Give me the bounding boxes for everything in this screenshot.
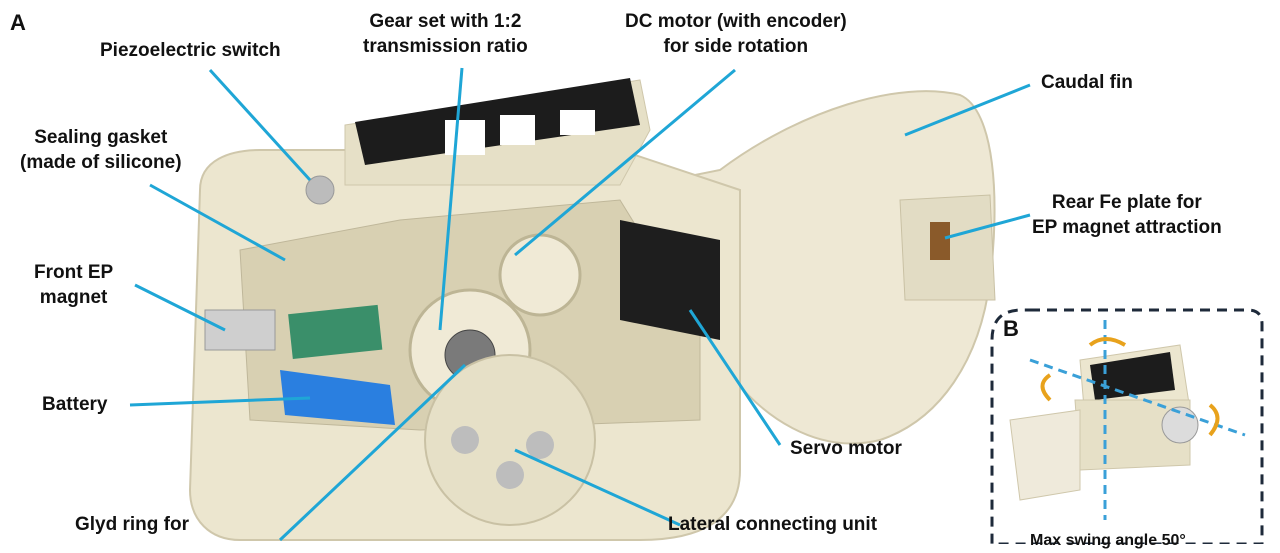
servo-motor-label: Servo motor [790, 438, 902, 459]
rear-fe-plate-label: Rear Fe plate for EP magnet attraction [1032, 192, 1222, 238]
servo-motor [620, 220, 720, 340]
leader-lines [129, 67, 1031, 542]
panel-a-label: A [10, 10, 26, 35]
small-gear [498, 233, 582, 317]
piezo-button [305, 175, 335, 205]
rear-fe-plate [930, 222, 950, 260]
lateral-connecting-unit [424, 354, 596, 526]
battery [280, 370, 395, 425]
aruco-marker [355, 78, 640, 165]
front-ep-magnet [204, 309, 276, 351]
sealing-gasket-label: Sealing gasket (made of silicone) [20, 127, 182, 173]
pcb [288, 304, 383, 360]
gear-set-label: Gear set with 1:2 transmission ratio [363, 11, 528, 57]
glyd-ring-label: Glyd ring for [75, 514, 189, 535]
battery-label: Battery [42, 394, 108, 415]
front-ep-magnet-label: Front EP magnet [34, 262, 114, 308]
lateral-connecting-unit-label: Lateral connecting unit [668, 514, 878, 535]
caudal-fin-label: Caudal fin [1041, 72, 1133, 93]
main-body [188, 78, 741, 541]
panel-b-label: B [1003, 316, 1019, 341]
inset-b [990, 308, 1264, 546]
dc-motor-label: DC motor (with encoder) for side rotatio… [625, 11, 847, 57]
piezoelectric-switch-label: Piezoelectric switch [100, 40, 281, 61]
max-swing-angle-label: Max swing angle 50° [1030, 532, 1186, 549]
